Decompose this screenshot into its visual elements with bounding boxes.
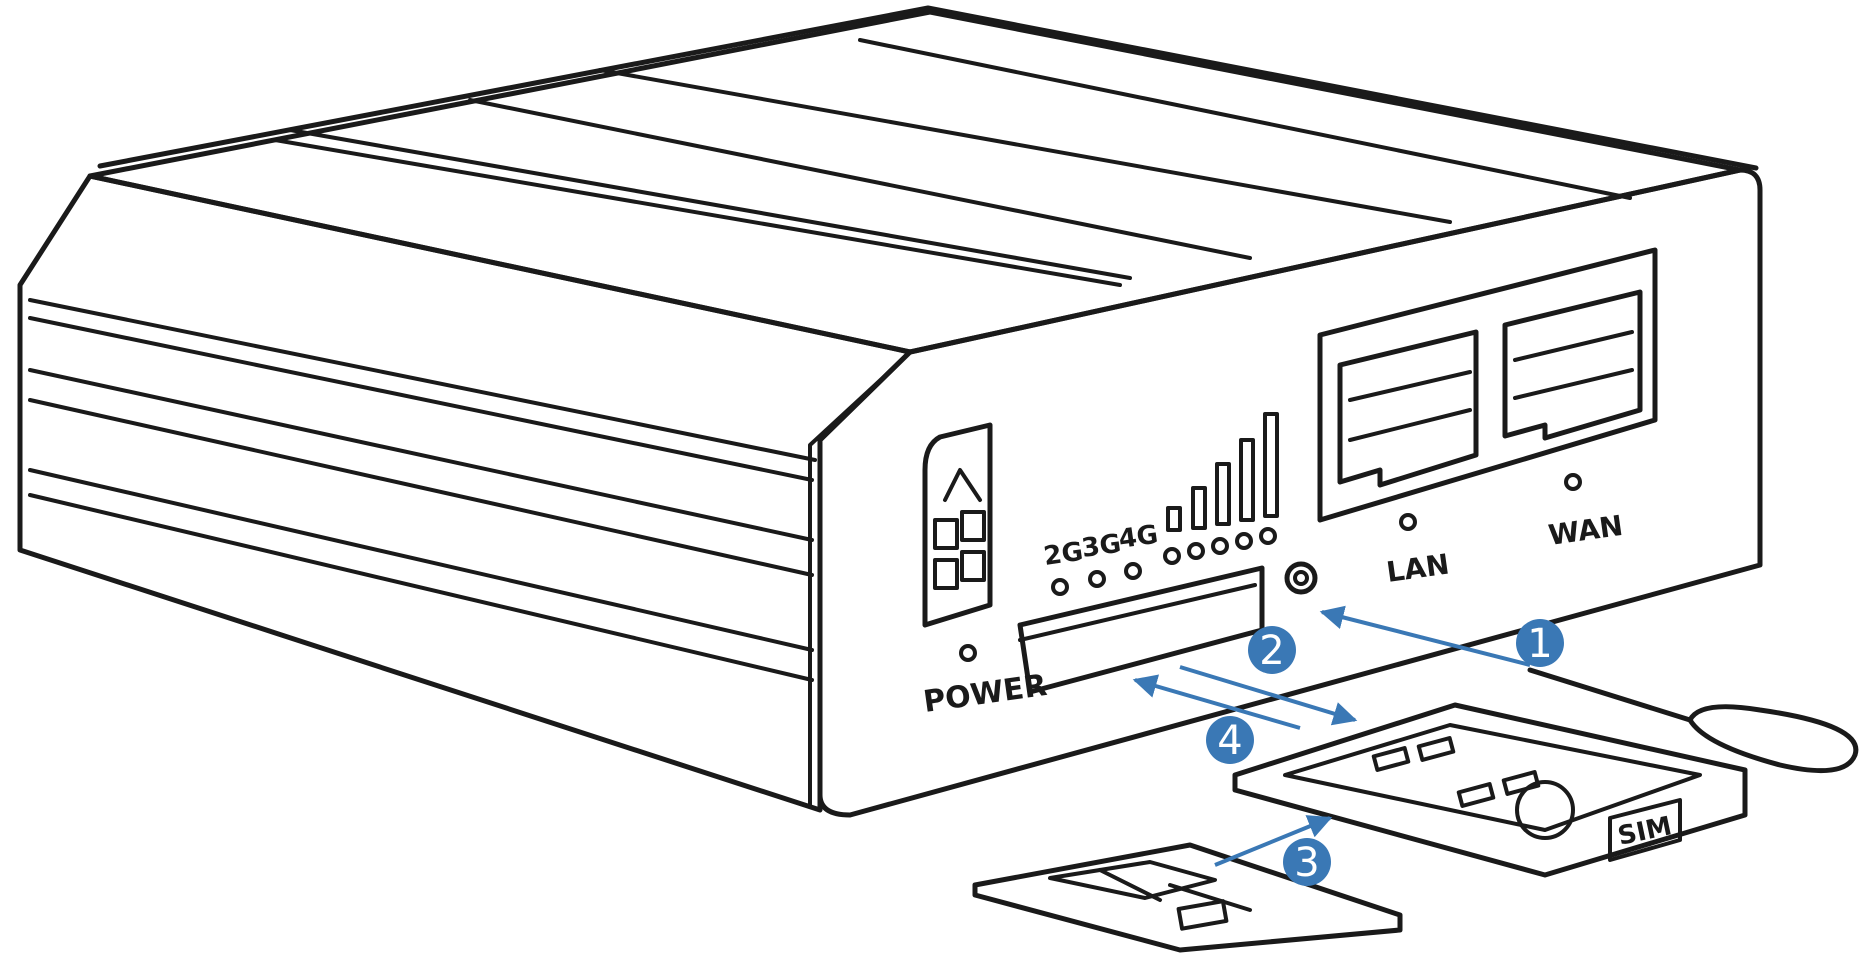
led-4g — [1124, 562, 1142, 580]
wan-label: WAN — [1546, 509, 1625, 552]
lan-label: LAN — [1384, 547, 1451, 588]
sim-eject-hole — [1284, 561, 1318, 595]
wan-led — [1564, 473, 1582, 491]
arrow-step-2 — [1179, 665, 1358, 726]
label-3g: 3G — [1080, 529, 1123, 564]
router-top-panel — [87, 9, 1743, 355]
svg-text:3: 3 — [1294, 840, 1319, 886]
arrow-step-4 — [1132, 674, 1301, 730]
svg-text:4: 4 — [1217, 718, 1242, 764]
power-led — [959, 644, 977, 662]
step-badge-4: 4 — [1206, 716, 1254, 764]
network-type-leds: 2G 3G 4G — [1042, 520, 1160, 596]
step-badge-2: 2 — [1248, 626, 1296, 674]
label-2g: 2G — [1042, 537, 1085, 572]
led-3g — [1088, 570, 1106, 588]
svg-text:1: 1 — [1527, 621, 1552, 667]
power-connector — [922, 422, 993, 628]
sim-tray: SIM — [1232, 702, 1748, 878]
lan-port — [1337, 329, 1479, 488]
router-front-panel — [817, 167, 1763, 818]
step-badge-3: 3 — [1283, 838, 1331, 886]
arrow-step-1 — [1319, 605, 1531, 667]
signal-strength-indicator — [1163, 412, 1279, 565]
wan-port — [1502, 289, 1643, 441]
sim-eject-pin — [1527, 667, 1859, 774]
ethernet-ports — [1317, 247, 1658, 523]
router-body — [17, 5, 1763, 818]
lan-led — [1399, 513, 1417, 531]
step-badge-1: 1 — [1516, 619, 1564, 667]
arrow-step-3 — [1214, 815, 1333, 867]
label-4g: 4G — [1117, 520, 1160, 555]
router-left-side — [17, 173, 913, 813]
sim-card — [972, 842, 1403, 953]
svg-text:2: 2 — [1259, 628, 1284, 674]
led-2g — [1051, 578, 1069, 596]
step-arrows — [1132, 605, 1531, 867]
